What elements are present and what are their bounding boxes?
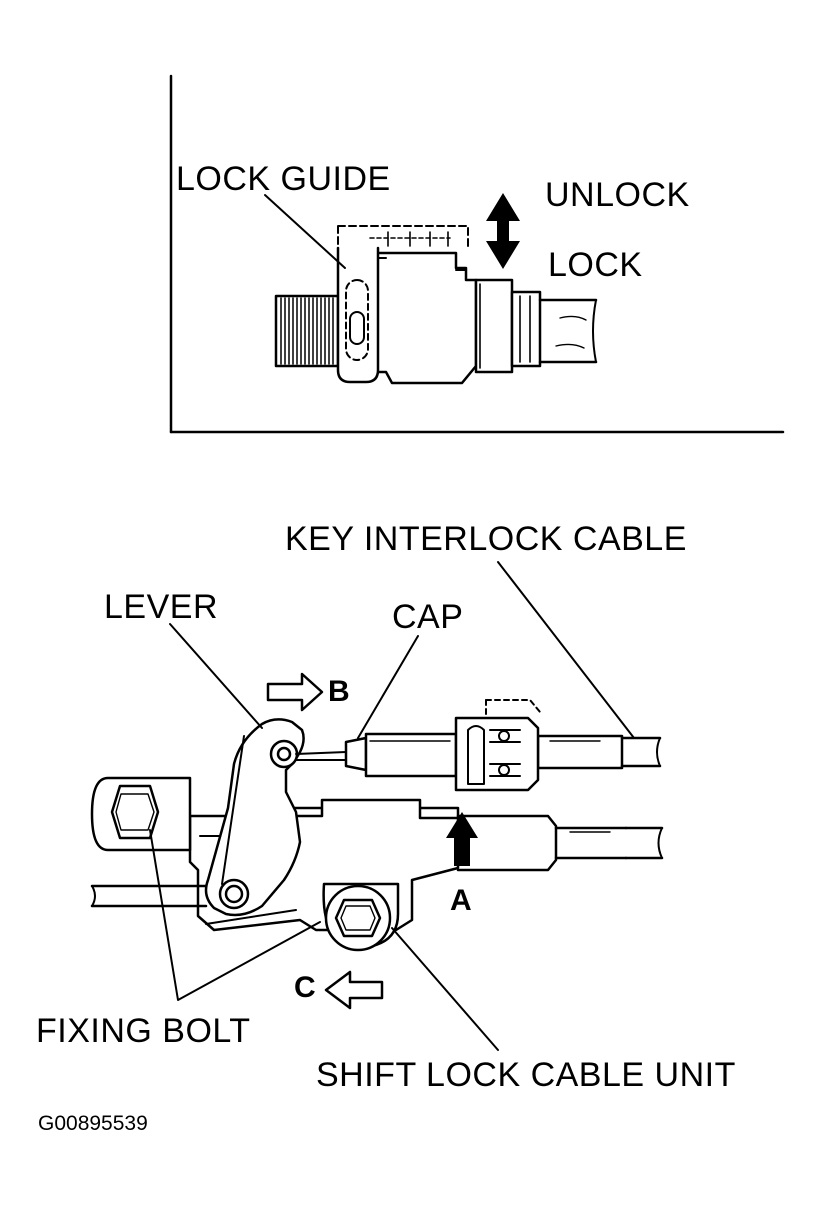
bottom-bolt-ear	[322, 882, 400, 952]
fixing-bolt-label: FIXING BOLT	[36, 1012, 251, 1050]
cap-assembly	[344, 699, 541, 792]
unlock-label: UNLOCK	[545, 176, 690, 214]
arrow-a-solid	[446, 812, 478, 866]
arrow-b-outline	[266, 672, 324, 712]
shift-lock-leader	[391, 927, 499, 1051]
left-cable-stub	[90, 884, 208, 908]
lever-leader	[169, 623, 263, 729]
lock-label: LOCK	[548, 246, 643, 284]
lock-guide-part	[336, 246, 380, 384]
arrow-c-outline	[324, 970, 384, 1010]
key-interlock-cable-label: KEY INTERLOCK CABLE	[285, 520, 687, 558]
key-interlock-leader	[497, 561, 635, 739]
lock-guide-label: LOCK GUIDE	[176, 160, 391, 198]
top-panel-frame	[169, 74, 785, 434]
cap-leader	[357, 635, 419, 739]
lock-collar	[474, 278, 542, 374]
key-interlock-cable	[536, 734, 662, 770]
arrow-b-label: B	[328, 675, 351, 708]
shift-lock-cable-unit-label: SHIFT LOCK CABLE UNIT	[316, 1056, 736, 1094]
figure-code: G00895539	[38, 1112, 148, 1135]
lever-part	[204, 718, 347, 917]
unlock-lock-double-arrow	[486, 193, 520, 269]
cap-label: CAP	[392, 598, 464, 636]
lock-body	[337, 225, 478, 385]
ribbed-cable-segment	[274, 294, 340, 368]
fixing-bolt-leader	[149, 829, 321, 1001]
arrow-a-label: A	[450, 884, 473, 917]
left-bolt-ear	[90, 776, 192, 852]
lock-guide-leader	[264, 194, 346, 269]
lever-label: LEVER	[104, 588, 218, 626]
arrow-c-label: C	[294, 971, 317, 1004]
cable-right-top	[538, 298, 598, 364]
